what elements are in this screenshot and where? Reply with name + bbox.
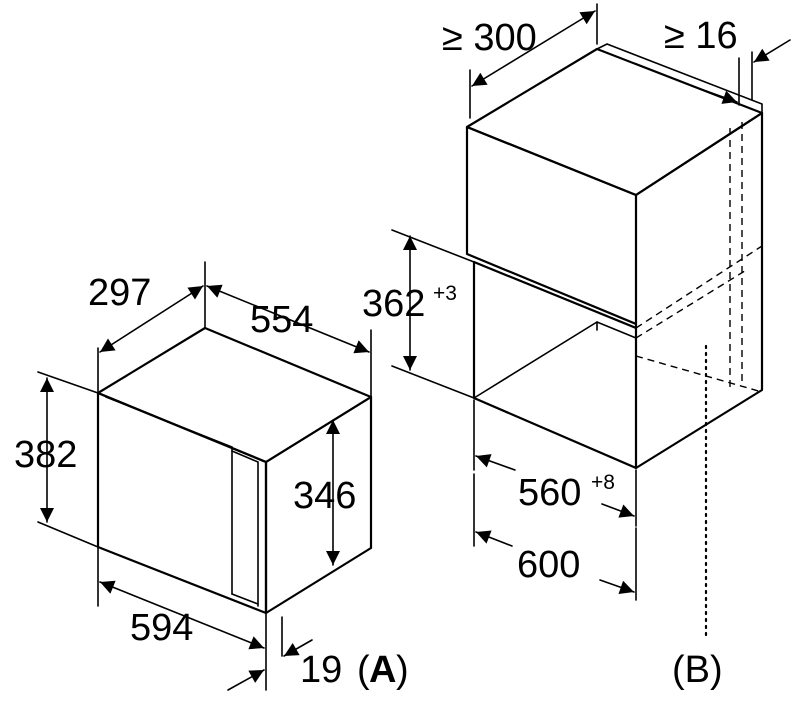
label-gap-min-16: ≥ 16 <box>664 15 738 57</box>
label-width-554: 554 <box>250 299 313 341</box>
label-tag-b: (B) <box>672 649 723 691</box>
niche-dimensions <box>391 3 791 601</box>
appliance-drawing <box>96 326 373 615</box>
dim-16-line-b <box>753 39 791 63</box>
label-width-594: 594 <box>130 607 193 649</box>
dim-560-line-b <box>601 503 635 518</box>
label-front-panel-19: 19 <box>300 649 342 691</box>
niche-drawing <box>465 43 764 642</box>
label-depth-297: 297 <box>88 272 151 314</box>
dim-297-line <box>99 285 204 353</box>
dim-594-line <box>99 580 265 650</box>
cabinet-side <box>634 111 764 470</box>
dim-19-line-b <box>283 639 313 657</box>
label-tag-a-open: ( <box>357 649 370 691</box>
appliance-side-face <box>264 395 373 615</box>
dim-560-line-a <box>475 454 516 471</box>
appliance-labels: 297 554 382 346 594 19 ( A ) <box>14 272 409 691</box>
cabinet-top-face <box>465 47 764 197</box>
appliance-front-face <box>96 391 268 615</box>
appliance-door-edge <box>105 396 233 595</box>
niche-labels: ≥ 300 ≥ 16 362 +3 560 +8 600 (B) <box>362 15 738 691</box>
label-height-382: 382 <box>14 434 77 476</box>
niche-inner-edges <box>473 321 637 399</box>
dim-16-line-a <box>691 85 738 104</box>
dim-554-line <box>206 284 370 354</box>
niche-opening-left <box>472 260 638 470</box>
dim-300-line <box>471 10 596 87</box>
label-inner-width-tolerance: +8 <box>591 471 615 494</box>
label-depth-min-300: ≥ 300 <box>442 17 537 59</box>
label-inner-width-560: 560 <box>518 472 581 514</box>
label-front-height-346: 346 <box>293 475 356 517</box>
appliance-dimensions <box>37 261 372 691</box>
dim-600-line-a <box>475 530 513 547</box>
appliance-top-face <box>96 326 373 464</box>
label-tag-a-close: ) <box>396 649 409 691</box>
label-outer-width-600: 600 <box>517 544 580 586</box>
dim-600-line-b <box>599 579 635 594</box>
label-opening-height-tolerance: +3 <box>433 282 457 305</box>
label-tag-a-letter: A <box>369 649 396 691</box>
appliance-door-edge-inner <box>231 450 259 607</box>
dim-19-line-a <box>227 669 265 691</box>
label-opening-height-362: 362 <box>362 283 425 325</box>
